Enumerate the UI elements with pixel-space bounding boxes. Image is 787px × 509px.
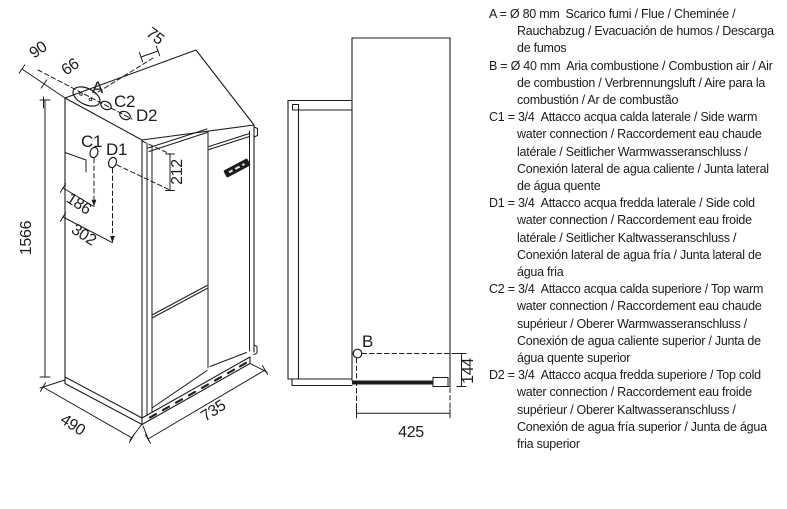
label-d1: D1: [106, 140, 127, 159]
hole-d1-side-cold-water: [107, 156, 118, 169]
side-view-reference-lines: [356, 353, 459, 414]
base-vent-hatches: [148, 361, 248, 419]
dim-144: 144: [460, 358, 477, 384]
dim-186: 186: [63, 190, 94, 219]
side-view-dimension-lines: [356, 353, 467, 419]
label-c1: C1: [81, 132, 102, 151]
dim-90: 90: [26, 38, 50, 62]
legend-item-label: C2 = 3/4: [489, 282, 535, 297]
legend-item-label: A = Ø 80 mm: [489, 7, 560, 21]
legend-item-label: D1 = 3/4: [489, 196, 535, 211]
control-panel-display[interactable]: [223, 158, 251, 178]
legend-item-label: D2 = 3/4: [489, 368, 535, 383]
dim-425: 425: [398, 424, 424, 441]
legend-item-description: Attacco acqua calda laterale / Side warm…: [517, 110, 769, 194]
legend-item-description: Aria combustione / Combustion air / Air …: [517, 58, 773, 108]
legend-item-description: Attacco acqua fredda laterale / Side col…: [517, 196, 762, 280]
hole-c1-side-warm-water: [89, 146, 99, 159]
legend-item-description: Attacco acqua calda superiore / Top warm…: [517, 282, 764, 366]
legend-item-description: Attacco acqua fredda superiore / Top col…: [517, 368, 767, 452]
dim-66: 66: [58, 55, 82, 79]
dim-75: 75: [143, 24, 167, 48]
technical-drawing: 90 66 75 1566 212 186 302 490 735 144 42…: [18, 24, 477, 444]
legend-item-label: B = Ø 40 mm: [489, 58, 561, 73]
legend-item-label: C1 = 3/4: [489, 110, 535, 125]
side-view-outline: [287, 37, 451, 388]
dim-212: 212: [169, 159, 186, 185]
label-c2: C2: [114, 92, 135, 111]
dim-735: 735: [198, 397, 229, 426]
legend-item-description: Scarico fumi / Flue / Cheminée / Rauchab…: [517, 7, 774, 56]
label-a: A: [92, 78, 104, 97]
side-view-base-bar: [352, 380, 433, 385]
label-b: B: [362, 332, 373, 351]
dim-1566: 1566: [18, 220, 35, 255]
front-view-panel-seams: [64, 126, 258, 416]
hole-a-flue: [72, 86, 101, 107]
drop-arrowheads: [91, 199, 115, 243]
label-d2: D2: [136, 106, 157, 125]
dim-490: 490: [57, 411, 88, 440]
front-view-dimension-lines: [18, 45, 268, 444]
hole-b-combustion-air: [352, 348, 363, 359]
side-view-foot: [432, 377, 449, 387]
front-view-outline: [64, 49, 255, 426]
front-view-reference-lines: [37, 57, 171, 237]
dim-302: 302: [68, 221, 99, 250]
